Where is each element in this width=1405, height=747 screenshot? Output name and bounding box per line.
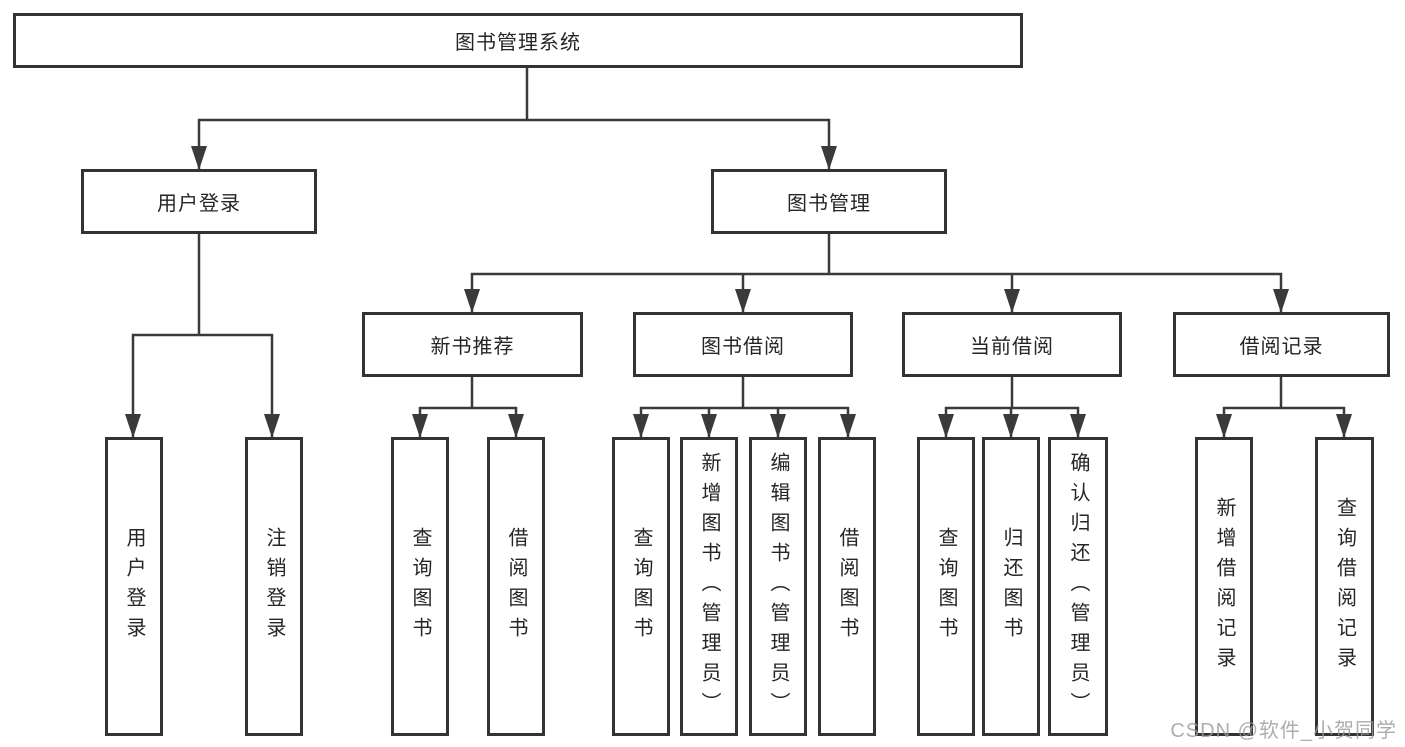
node-book-management: 图书管理 [711,169,947,234]
leaf-logout: 注销登录 [245,437,303,736]
node-book-management-label: 图书管理 [787,193,871,215]
leaf-query-books-current: 查询图书 [917,437,975,736]
leaf-query-books-recommend-label: 查询图书 [409,526,431,647]
node-current-borrow: 当前借阅 [902,312,1122,377]
leaf-query-books-borrow: 查询图书 [612,437,670,736]
leaf-add-book-admin: 新增图书（管理员） [680,437,738,736]
node-book-borrow-label: 图书借阅 [701,336,785,358]
node-user-login-label: 用户登录 [157,193,241,215]
leaf-borrow-books: 借阅图书 [818,437,876,736]
leaf-add-borrow-record: 新增借阅记录 [1195,437,1253,736]
node-borrow-records: 借阅记录 [1173,312,1390,377]
node-current-borrow-label: 当前借阅 [970,336,1054,358]
leaf-query-books-current-label: 查询图书 [935,526,957,647]
leaf-edit-book-admin-label: 编辑图书（管理员） [767,451,789,722]
node-book-borrow: 图书借阅 [633,312,853,377]
leaf-query-books-recommend: 查询图书 [391,437,449,736]
leaf-return-book: 归还图书 [982,437,1040,736]
leaf-borrow-books-label: 借阅图书 [836,526,858,647]
node-new-book-recommend-label: 新书推荐 [430,336,515,358]
node-library-system-label: 图书管理系统 [455,32,581,54]
node-user-login: 用户登录 [81,169,317,234]
leaf-query-borrow-record: 查询借阅记录 [1315,437,1374,736]
node-borrow-records-label: 借阅记录 [1239,336,1324,358]
leaf-query-books-borrow-label: 查询图书 [630,526,652,647]
node-library-system: 图书管理系统 [13,13,1023,68]
leaf-confirm-return-admin-label: 确认归还（管理员） [1067,451,1089,722]
leaf-return-book-label: 归还图书 [1000,526,1022,647]
leaf-add-book-admin-label: 新增图书（管理员） [698,451,720,722]
leaf-logout-label: 注销登录 [263,526,285,647]
leaf-edit-book-admin: 编辑图书（管理员） [749,437,807,736]
leaf-user-login: 用户登录 [105,437,163,736]
node-new-book-recommend: 新书推荐 [362,312,583,377]
leaf-confirm-return-admin: 确认归还（管理员） [1048,437,1108,736]
csdn-watermark: CSDN @软件_小贺同学 [1170,720,1397,742]
leaf-borrow-books-recommend: 借阅图书 [487,437,545,736]
leaf-borrow-books-recommend-label: 借阅图书 [505,526,527,647]
leaf-user-login-label: 用户登录 [123,526,145,647]
leaf-query-borrow-record-label: 查询借阅记录 [1333,496,1356,677]
leaf-add-borrow-record-label: 新增借阅记录 [1213,496,1235,677]
